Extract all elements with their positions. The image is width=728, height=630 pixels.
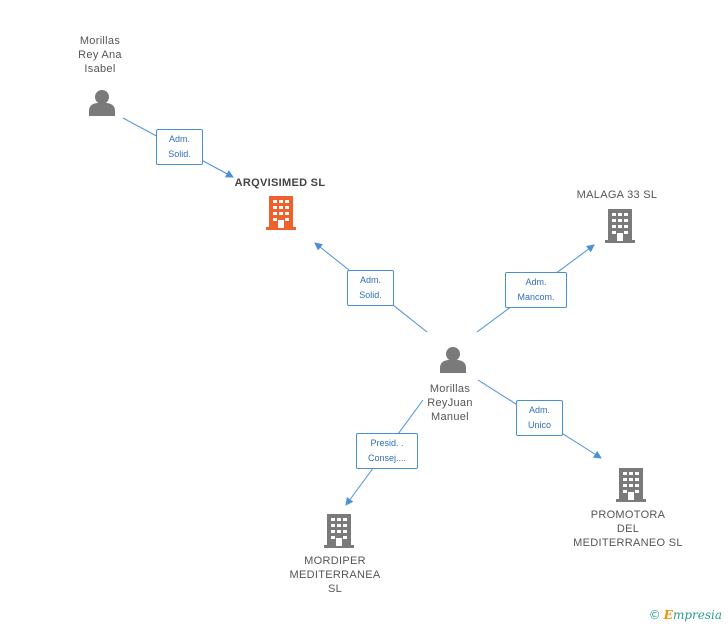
brand-logo: ©Empresia (648, 608, 722, 622)
node-label-mordiper[interactable]: MORDIPER MEDITERRANEA SL (289, 555, 381, 595)
building-icon (616, 468, 646, 502)
node-label-juan[interactable]: Morillas ReyJuan Manuel (427, 383, 473, 423)
person-icon (89, 90, 115, 116)
node-label-ana[interactable]: Morillas Rey Ana Isabel (78, 35, 122, 75)
edge-label-juan-promotora: Adm. Unico (516, 400, 563, 436)
building-icon (605, 209, 635, 243)
edge-label-juan-arqvisimed: Adm. Solid. (347, 270, 394, 306)
edge-label-ana-arqvisimed: Adm. Solid. (156, 129, 203, 165)
person-icon (440, 347, 466, 373)
copyright-icon: © (648, 608, 661, 622)
node-label-promotora[interactable]: PROMOTORA DEL MEDITERRANEO SL (573, 509, 683, 549)
edge-label-juan-mordiper: Presid. . Consej.... (356, 433, 418, 469)
building-icon (266, 196, 296, 230)
node-label-arqvisimed[interactable]: ARQVISIMED SL (234, 177, 326, 189)
node-label-malaga[interactable]: MALAGA 33 SL (576, 189, 658, 201)
edge-label-juan-malaga: Adm. Mancom. (505, 272, 567, 308)
building-icon (324, 514, 354, 548)
